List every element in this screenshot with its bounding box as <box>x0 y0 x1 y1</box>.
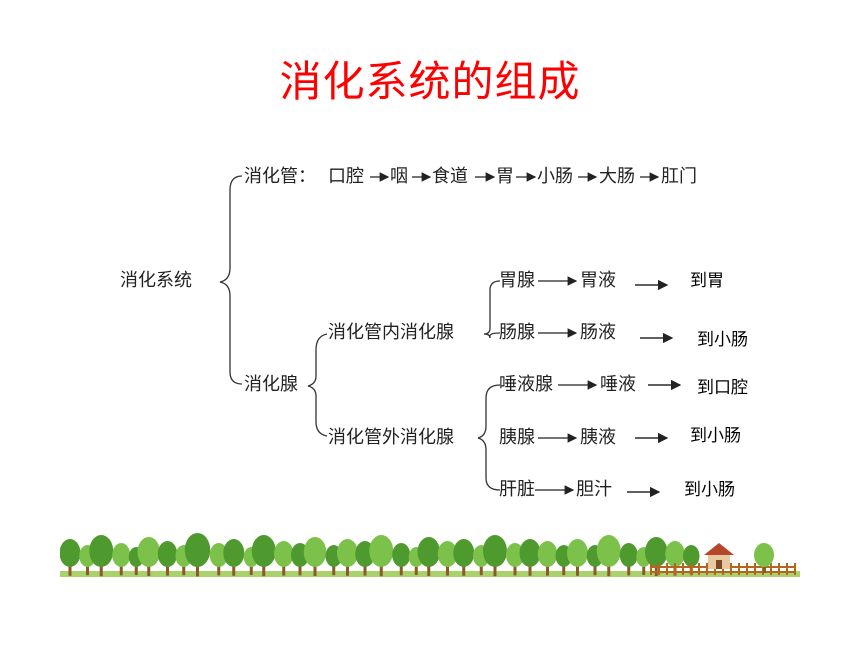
tree-icon <box>337 539 358 567</box>
tree-icon <box>417 537 440 567</box>
tree-icon <box>537 541 558 567</box>
dest-arrows <box>627 279 682 498</box>
root-label: 消化系统 <box>120 270 192 291</box>
gland-juice-arrows <box>535 276 598 495</box>
destination: 到小肠 <box>690 426 741 446</box>
tree-icon <box>619 543 638 567</box>
tree-icon <box>112 543 131 567</box>
tract-step: 食道 <box>432 166 468 187</box>
tree-icon <box>567 539 588 567</box>
juice-name: 胃液 <box>580 270 616 291</box>
tree-icon <box>251 535 276 567</box>
tract-step: 胃 <box>496 166 514 187</box>
destination: 到口腔 <box>697 378 748 398</box>
destination: 到小肠 <box>697 330 748 350</box>
tree-icon <box>209 543 228 567</box>
tract-label: 消化管： <box>244 166 316 187</box>
destination: 到小肠 <box>684 480 735 500</box>
tree-icon <box>60 539 81 567</box>
gland-name: 唾液腺 <box>499 374 553 395</box>
tree-icon <box>754 543 774 567</box>
tract-step: 咽 <box>390 166 408 187</box>
destination: 到胃 <box>690 271 724 291</box>
tree-icon <box>596 535 621 567</box>
tree-icon <box>437 541 458 567</box>
tract-step: 口腔 <box>328 166 364 187</box>
juice-name: 胰液 <box>580 427 616 448</box>
juice-name: 唾液 <box>600 374 636 395</box>
juice-name: 胆汁 <box>576 479 612 500</box>
tree-icon <box>223 539 245 567</box>
glands-label: 消化腺 <box>244 374 298 395</box>
juice-name: 肠液 <box>580 322 616 343</box>
gland-brace <box>307 333 328 437</box>
external-brace <box>477 384 501 491</box>
tree-icon <box>89 535 114 567</box>
gland-name: 胰腺 <box>499 427 535 448</box>
tract-step: 小肠 <box>537 166 573 187</box>
page-title: 消化系统的组成 <box>279 57 581 106</box>
tree-icon <box>453 539 475 567</box>
tree-icon <box>137 537 160 567</box>
tree-icon <box>665 541 685 567</box>
tract-step: 肛门 <box>661 166 697 187</box>
tree-icon <box>274 541 294 567</box>
tree-icon <box>157 541 178 567</box>
tree-icon <box>369 535 394 567</box>
tree-icon <box>392 543 411 567</box>
gland-name: 肠腺 <box>499 322 535 343</box>
internal-glands-label: 消化管内消化腺 <box>328 322 454 343</box>
tract-step: 大肠 <box>599 166 635 187</box>
tree-icon <box>303 537 327 567</box>
external-glands-label: 消化管外消化腺 <box>328 427 454 448</box>
tree-icon <box>506 543 524 567</box>
tree-icon <box>483 535 507 567</box>
tree-icon <box>645 537 668 567</box>
tree-icon <box>184 533 211 567</box>
tree-icon <box>519 539 541 567</box>
gland-name: 胃腺 <box>499 270 535 291</box>
root-brace <box>219 175 243 385</box>
internal-brace <box>483 280 501 339</box>
tree-strip-illustration <box>60 533 800 577</box>
gland-name: 肝脏 <box>499 479 535 500</box>
tree-icon <box>683 545 700 567</box>
